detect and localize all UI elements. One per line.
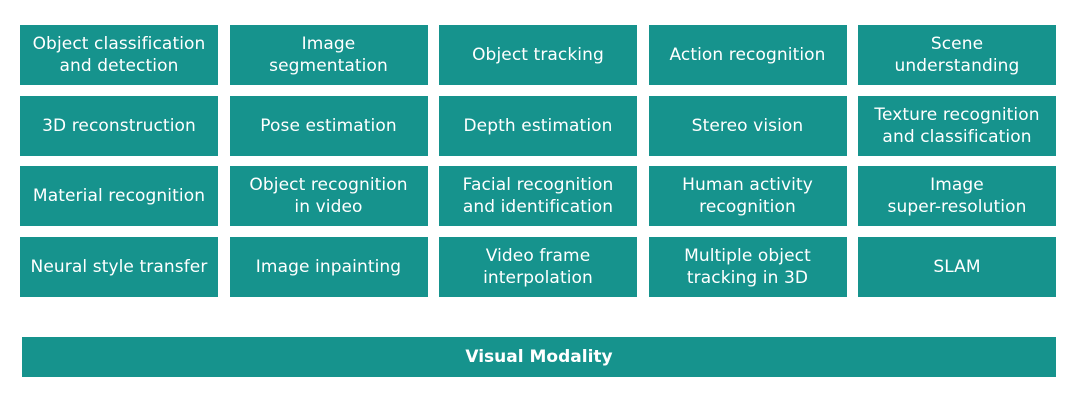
task-box-texture-recognition: Texture recognition and classification	[858, 95, 1056, 156]
task-box-image-super-resolution: Image super-resolution	[858, 166, 1056, 226]
task-box-pose-estimation: Pose estimation	[229, 95, 428, 156]
task-box-action-recognition: Action recognition	[648, 25, 847, 85]
task-box-stereo-vision: Stereo vision	[648, 95, 847, 156]
task-box-material-recognition: Material recognition	[20, 166, 218, 226]
task-box-human-activity-recognition: Human activity recognition	[648, 166, 847, 226]
visual-modality-label: Visual Modality	[465, 347, 613, 367]
task-box-slam: SLAM	[858, 236, 1056, 297]
task-box-facial-recognition: Facial recognition and identification	[439, 166, 637, 226]
task-box-neural-style-transfer: Neural style transfer	[20, 236, 218, 297]
task-box-object-classification: Object classification and detection	[20, 25, 218, 85]
visual-modality-bar: Visual Modality	[22, 337, 1056, 377]
task-box-image-inpainting: Image inpainting	[229, 236, 428, 297]
task-box-depth-estimation: Depth estimation	[439, 95, 637, 156]
task-box-object-recognition-video: Object recognition in video	[229, 166, 428, 226]
task-box-object-tracking: Object tracking	[439, 25, 637, 85]
task-box-multiple-object-tracking-3d: Multiple object tracking in 3D	[648, 236, 847, 297]
task-box-image-segmentation: Image segmentation	[229, 25, 428, 85]
task-box-video-frame-interpolation: Video frame interpolation	[439, 236, 637, 297]
task-box-scene-understanding: Scene understanding	[858, 25, 1056, 85]
task-grid: Object classification and detection Imag…	[20, 25, 1056, 297]
task-box-3d-reconstruction: 3D reconstruction	[20, 95, 218, 156]
